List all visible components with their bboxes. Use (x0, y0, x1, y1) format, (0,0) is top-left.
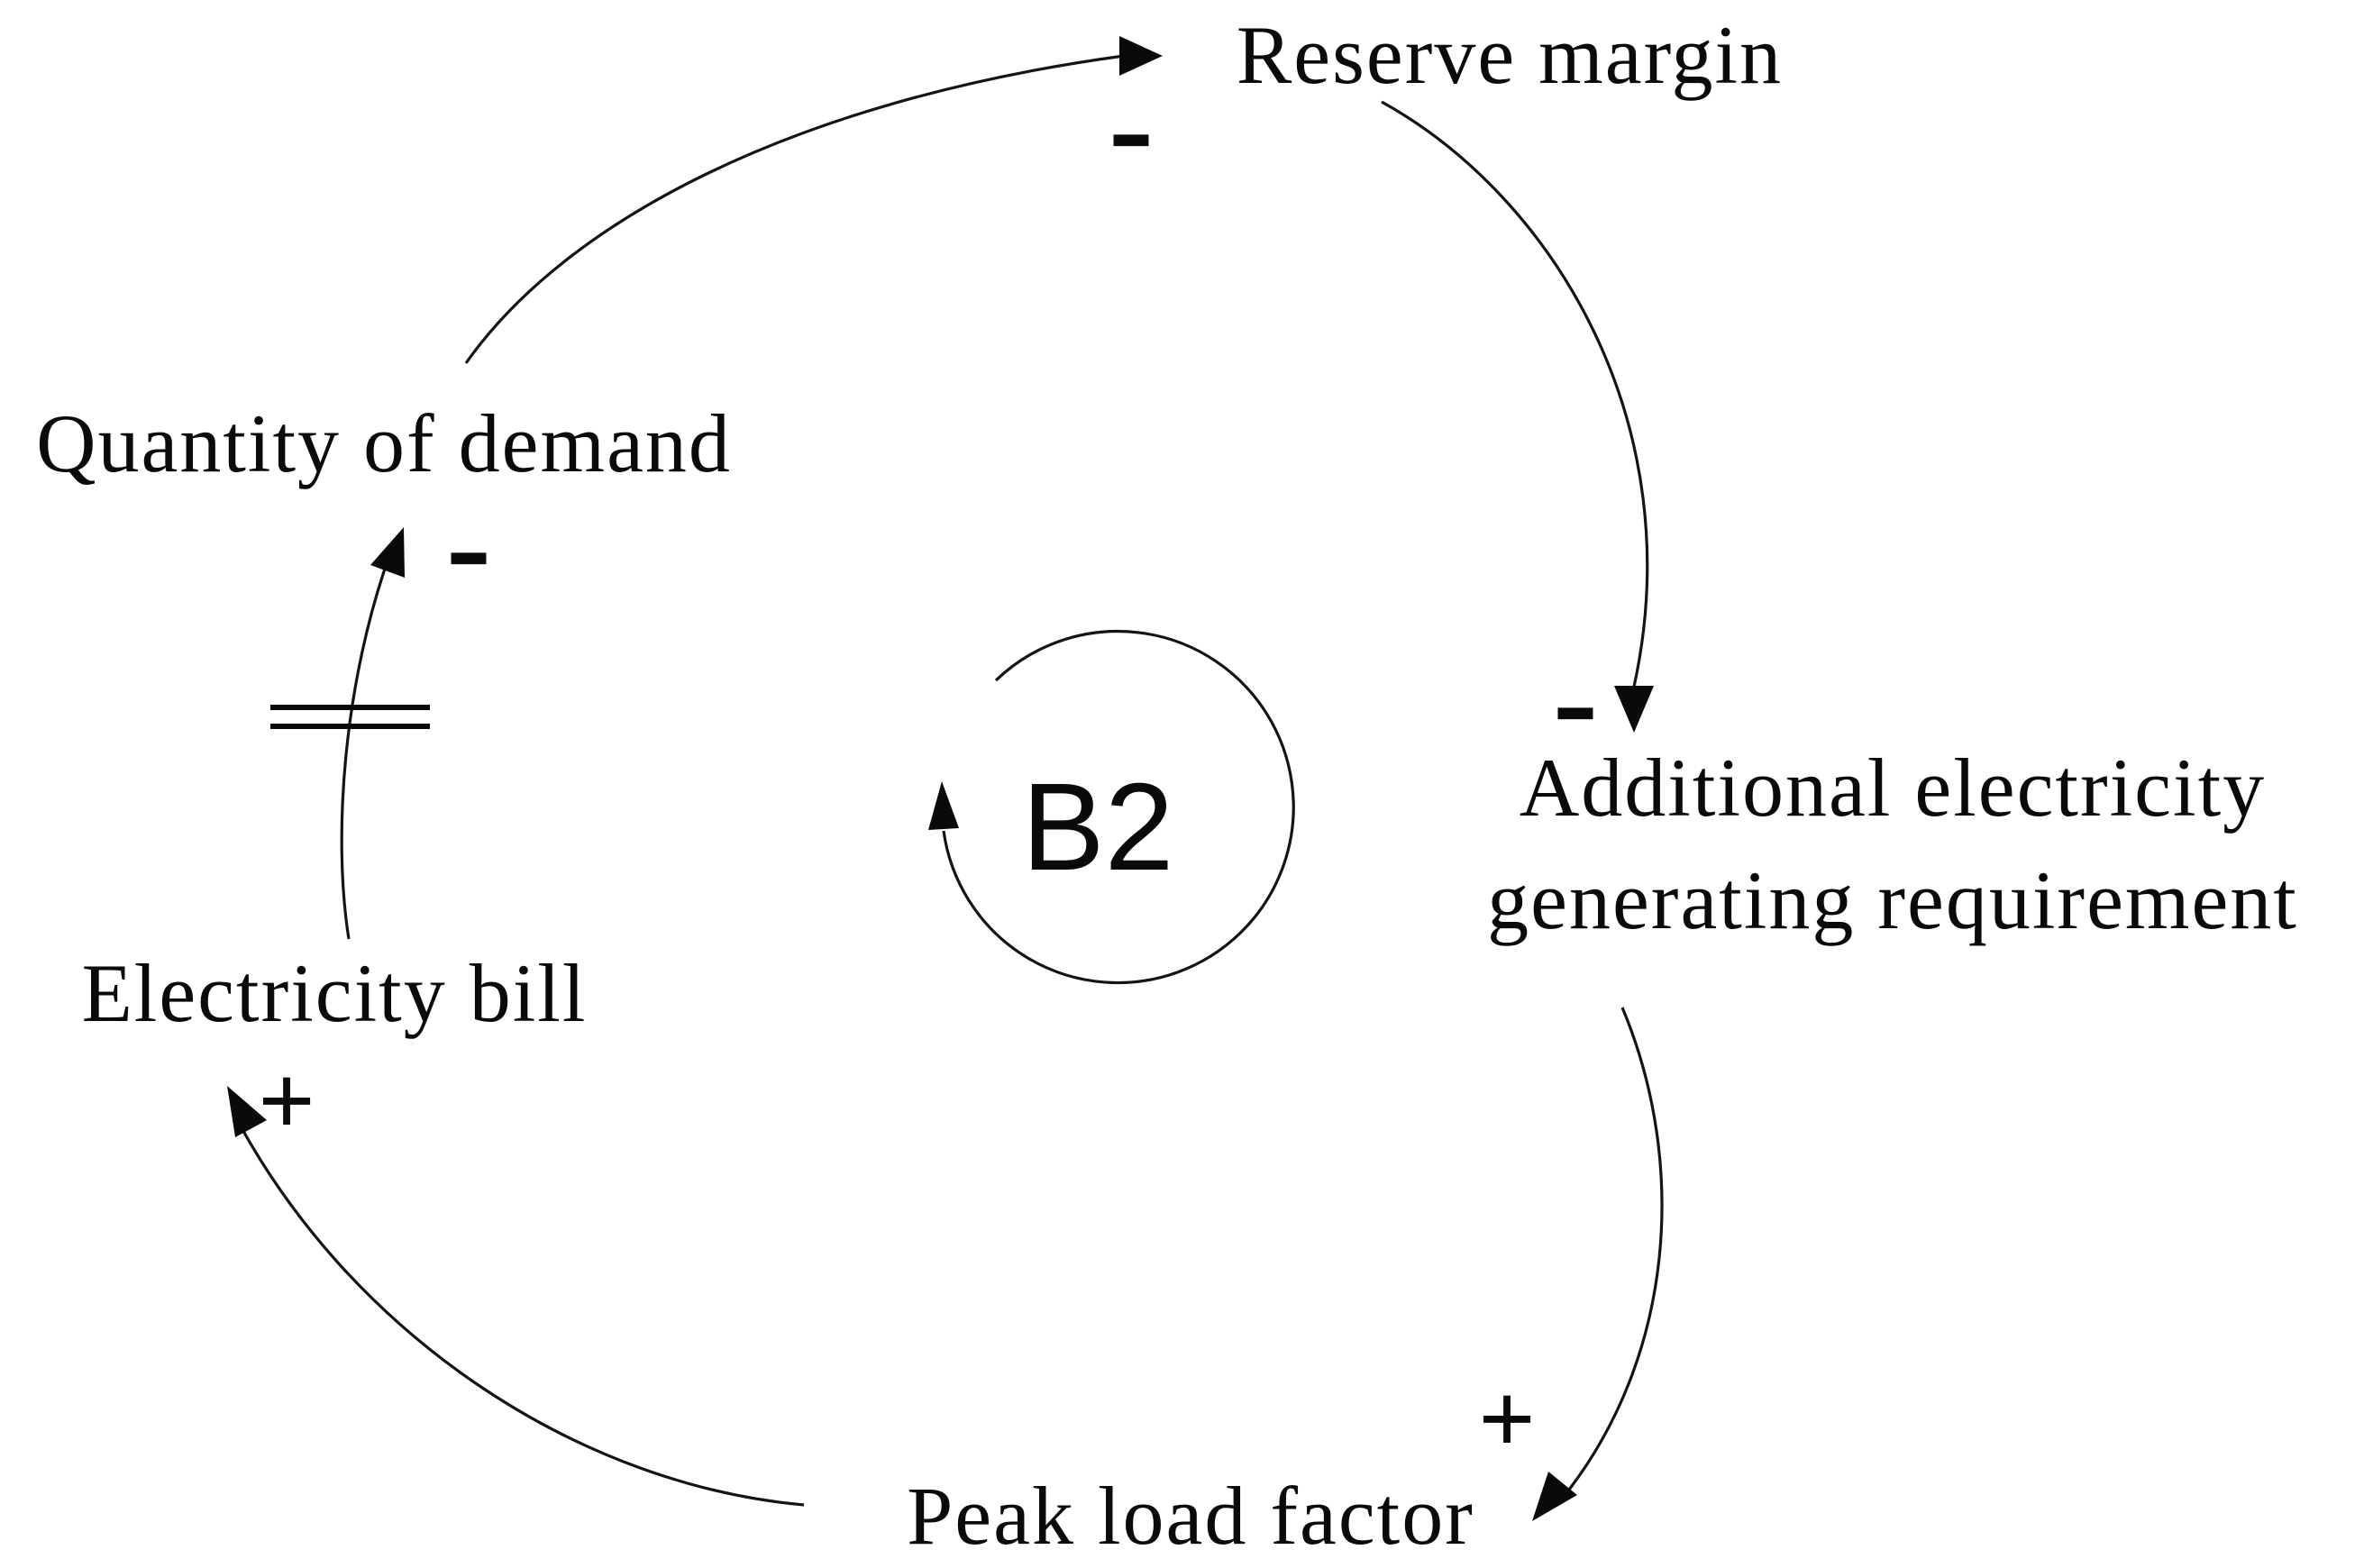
loop-indicator-circle (942, 629, 1295, 985)
edge-arc-quantity-to-reserve (464, 54, 1125, 364)
edge-arc-peak-to-electricity (238, 1124, 805, 1507)
node-label-electricity-bill: Electricity bill (82, 947, 588, 1039)
polarity-sign-reserve-to-additional: - (1553, 625, 1598, 775)
edge-arc-reserve-to-additional (1381, 100, 1649, 688)
node-label-reserve-margin: Reserve margin (1237, 9, 1783, 101)
arrowhead-into-quantity-of-demand (370, 527, 405, 578)
edge-arc-electricity-to-quantity (340, 550, 393, 940)
node-label-peak-load-factor: Peak load factor (907, 1470, 1474, 1562)
node-label-quantity-of-demand: Quantity of demand (36, 397, 732, 489)
polarity-sign-peak-to-electricity: + (258, 1045, 315, 1157)
loop-label-b2: B2 (1022, 758, 1174, 897)
polarity-sign-additional-to-peak: + (1478, 1363, 1536, 1475)
polarity-sign-electricity-to-quantity: - (446, 470, 491, 620)
loop-indicator-arrowhead (928, 781, 959, 830)
arrowhead-into-additional-electricity (1614, 686, 1654, 733)
node-label-additional-electricity-line2: generating requirement (1487, 854, 2298, 946)
node-label-additional-electricity-line1: Additional electricity (1520, 742, 2266, 834)
arrowhead-into-peak-load-factor (1532, 1472, 1577, 1521)
arrowhead-into-reserve-margin (1119, 36, 1163, 76)
polarity-sign-quantity-to-reserve: - (1109, 52, 1154, 202)
arrowhead-into-electricity-bill (227, 1086, 267, 1137)
edge-arc-additional-to-peak (1561, 1007, 1664, 1499)
